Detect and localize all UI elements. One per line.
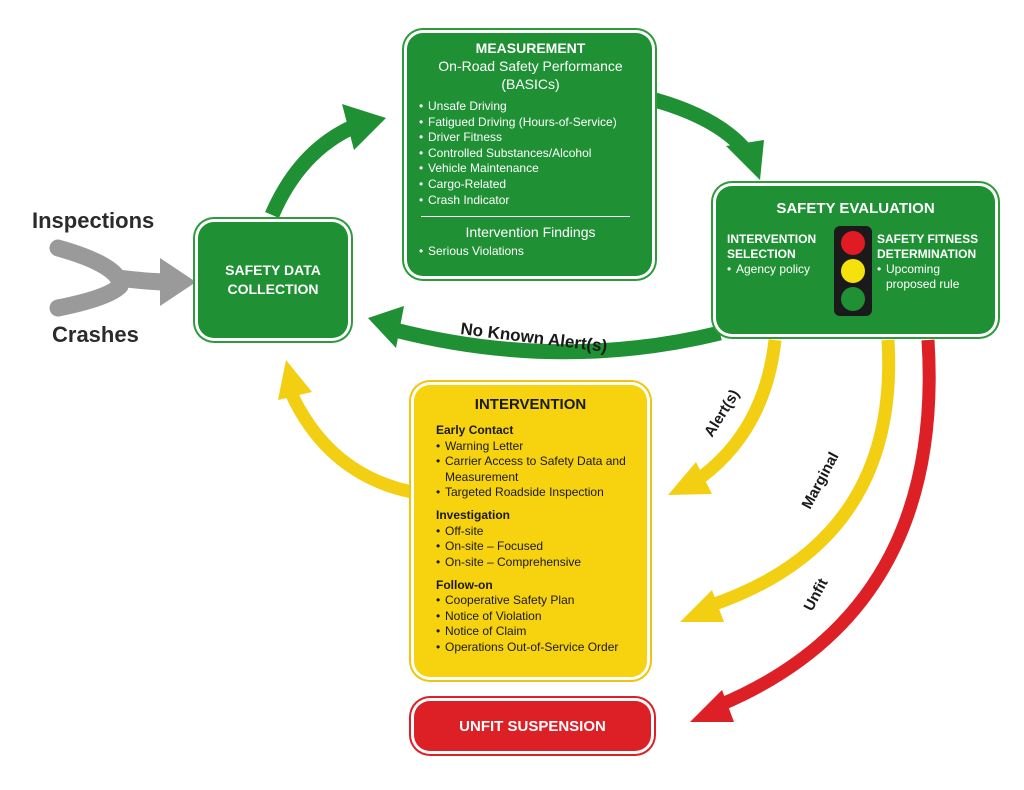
arrow-collection-to-measurement	[265, 119, 359, 219]
fitness-heading-line2: DETERMINATION	[877, 247, 977, 261]
group-heading-follow-on: Follow-on	[436, 578, 493, 593]
intervention-title: INTERVENTION	[474, 396, 587, 413]
arrow-measurement-to-evaluation	[652, 92, 751, 155]
unfit-suspension-label: UNFIT SUSPENSION	[459, 717, 606, 735]
measurement-title: MEASUREMENT	[475, 40, 586, 56]
group-heading-investigation: Investigation	[436, 508, 511, 523]
list-item: Driver Fitness	[419, 130, 642, 146]
inspections-label: Inspections	[32, 208, 155, 233]
arrow-alerts	[696, 339, 782, 484]
list-item: Off-site	[436, 524, 637, 540]
collection-title-line1: SAFETY DATA	[225, 262, 321, 278]
findings-title: Intervention Findings	[465, 224, 596, 241]
fitness-item-line2: proposed rule	[886, 277, 960, 291]
fitness-heading-line1: SAFETY FITNESS	[877, 232, 979, 246]
selection-heading-line1: INTERVENTION	[727, 232, 817, 246]
findings-list: Serious Violations	[419, 244, 642, 260]
arrow-intervention-to-collection	[286, 392, 414, 499]
safety-fitness-determination: SAFETY FITNESS DETERMINATION Upcoming pr…	[877, 232, 992, 292]
arrow-unfit	[717, 339, 936, 711]
arrow-intervention-to-collection-head	[278, 360, 312, 400]
arrow-collection-to-measurement-head	[342, 104, 386, 150]
inspections-merge-arrow	[49, 239, 177, 291]
early-contact-list: Warning Letter Carrier Access to Safety …	[436, 439, 637, 501]
basics-list: Unsafe Driving Fatigued Driving (Hours-o…	[419, 99, 642, 208]
list-item: Operations Out-of-Service Order	[436, 640, 637, 656]
unfit-suspension-box: UNFIT SUSPENSION	[414, 701, 651, 751]
list-item: Notice of Violation	[436, 609, 637, 625]
measurement-subtitle-line1: On-Road Safety Performance	[438, 58, 623, 74]
list-item: Serious Violations	[419, 244, 642, 260]
measurement-divider	[421, 216, 630, 218]
crashes-label: Crashes	[52, 322, 139, 347]
arrow-marginal	[709, 339, 896, 612]
list-item: Agency policy	[727, 262, 832, 277]
arrow-measurement-to-evaluation-head	[726, 140, 764, 180]
measurement-subtitle-line2: (BASICs)	[501, 76, 560, 92]
selection-heading-line2: SELECTION	[727, 247, 796, 261]
list-item: Crash Indicator	[419, 193, 642, 209]
measurement-box: MEASUREMENT On-Road Safety Performance (…	[407, 33, 652, 276]
traffic-light	[834, 226, 872, 316]
red-light-icon	[841, 231, 865, 255]
safety-evaluation-box: SAFETY EVALUATION INTERVENTION SELECTION…	[716, 186, 995, 334]
list-item: Warning Letter	[436, 439, 637, 455]
list-item: Upcoming	[877, 262, 992, 277]
label-unfit: Unfit	[801, 576, 832, 614]
arrow-alerts-head	[668, 462, 712, 495]
list-item: Carrier Access to Safety Data and Measur…	[436, 454, 637, 485]
follow-on-list: Cooperative Safety Plan Notice of Violat…	[436, 593, 637, 655]
arrow-no-alert-head	[368, 306, 404, 348]
list-item: On-site – Focused	[436, 539, 637, 555]
list-item: Controlled Substances/Alcohol	[419, 146, 642, 162]
merge-arrowhead	[160, 258, 196, 306]
green-light-icon	[841, 287, 865, 311]
list-item: On-site – Comprehensive	[436, 555, 637, 571]
safety-data-collection-box: SAFETY DATA COLLECTION	[198, 222, 348, 338]
intervention-selection: INTERVENTION SELECTION Agency policy	[727, 232, 832, 277]
crashes-merge-arrow	[49, 277, 129, 317]
evaluation-title: SAFETY EVALUATION	[776, 200, 935, 217]
label-marginal: Marginal	[799, 449, 843, 511]
list-item: Cooperative Safety Plan	[436, 593, 637, 609]
group-heading-early-contact: Early Contact	[436, 423, 514, 438]
intervention-box: INTERVENTION Early Contact Warning Lette…	[414, 385, 647, 677]
collection-title-line2: COLLECTION	[227, 281, 319, 297]
list-item: Notice of Claim	[436, 624, 637, 640]
investigation-list: Off-site On-site – Focused On-site – Com…	[436, 524, 637, 571]
list-item: Targeted Roadside Inspection	[436, 485, 637, 501]
arrow-no-alert	[393, 322, 722, 360]
yellow-light-icon	[841, 259, 865, 283]
arrow-unfit-head	[690, 690, 734, 722]
arrow-marginal-head	[680, 590, 724, 622]
list-item: Vehicle Maintenance	[419, 161, 642, 177]
list-item: Unsafe Driving	[419, 99, 642, 115]
list-item: Fatigued Driving (Hours-of-Service)	[419, 115, 642, 131]
list-item: Cargo-Related	[419, 177, 642, 193]
